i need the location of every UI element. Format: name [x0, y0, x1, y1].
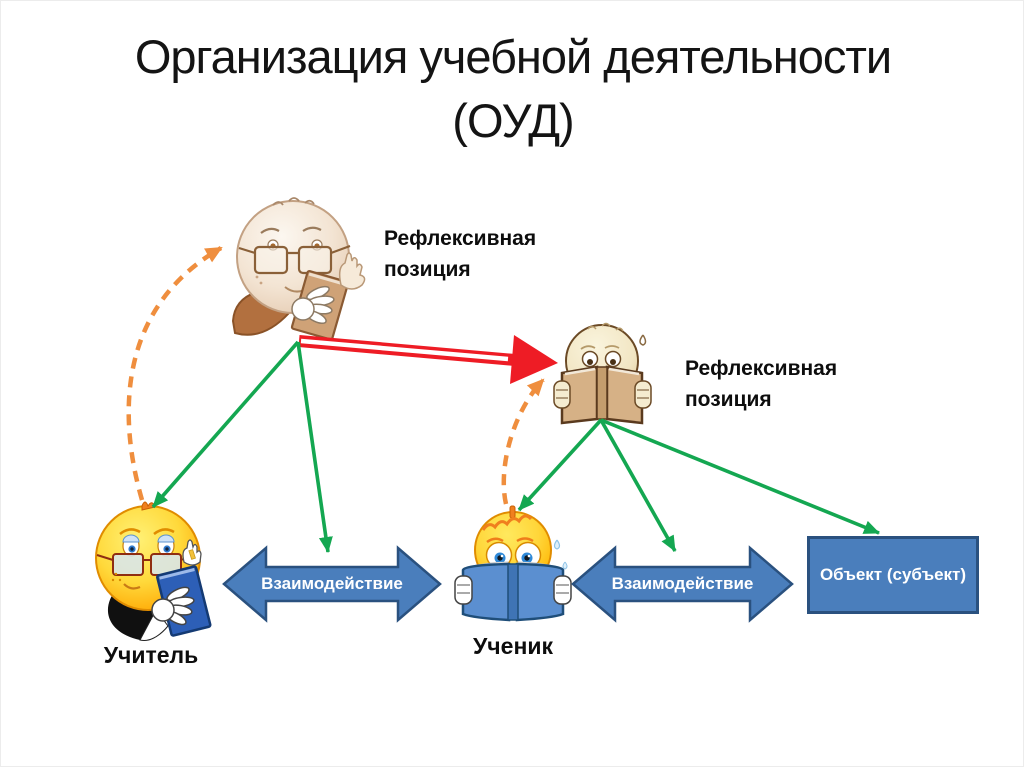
interaction-arrow-right: Взаимодействие [570, 545, 795, 623]
teacher-smiley-icon [86, 498, 216, 646]
teacher-reflexive-dashed-arrow [126, 246, 223, 501]
green-arrow-reflexive-to-interaction-left [296, 341, 333, 553]
object-subject-box: Объект (субъект) [807, 536, 979, 614]
page-title: Организация учебной деятельности (ОУД) [1, 25, 1023, 153]
interaction-arrow-left-label: Взаимодействие [261, 574, 403, 593]
green-arrow-reflexive-to-teacher [151, 340, 300, 509]
page-title-line2: (ОУД) [452, 94, 574, 147]
student-reflexive-dashed-arrow [501, 378, 545, 505]
student-reading-icon [453, 504, 573, 629]
green-arrow-reflexive-to-interaction-right [599, 419, 677, 552]
reflexive-student-icon [550, 317, 655, 427]
page-title-line1: Организация учебной деятельности [134, 30, 892, 83]
reflexive-teacher-icon [223, 193, 373, 345]
object-subject-label: Объект (субъект) [819, 565, 967, 584]
teacher-label: Учитель [103, 642, 199, 668]
interaction-arrow-left: Взаимодействие [221, 545, 443, 623]
reflexive-position-label-right: Рефлексивная позиция [685, 357, 838, 411]
green-arrow-reflexive-to-student [517, 418, 603, 512]
green-arrow-reflexive-to-object [600, 418, 880, 535]
student-label: Ученик [473, 633, 553, 659]
interaction-arrow-right-label: Взаимодействие [611, 574, 754, 593]
reflexive-position-label-left: Рефлексивная позиция [384, 227, 537, 281]
